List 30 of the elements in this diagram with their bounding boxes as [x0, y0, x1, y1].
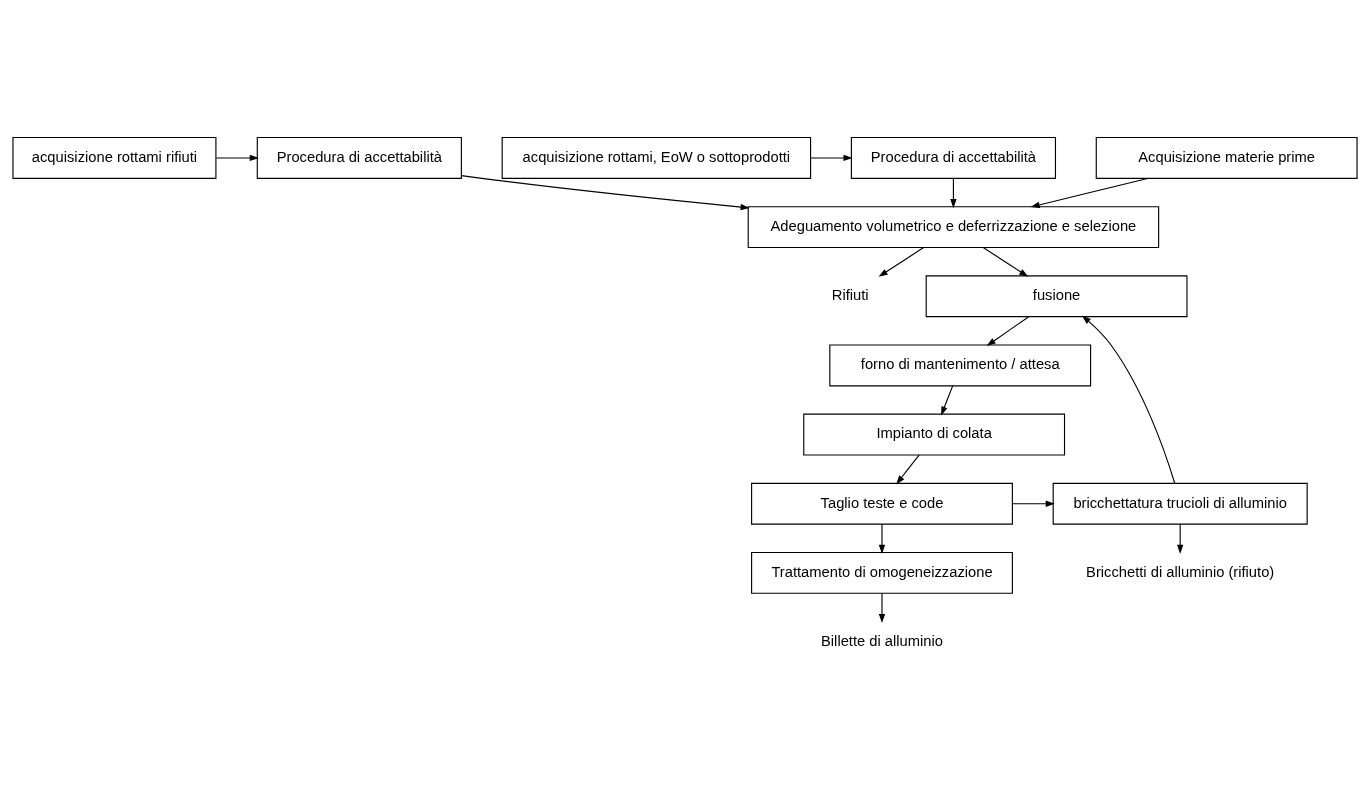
arrow: [215, 154, 259, 162]
node-box: Adeguamento volumetrico e deferrizzazione e selezione: [747, 206, 1160, 249]
arrow: [1177, 523, 1184, 554]
node-text: Rifiuti: [831, 287, 869, 304]
arrow: [1011, 500, 1055, 507]
node-box: Trattamento di omogeneizzazione: [751, 551, 1013, 594]
arrow: [950, 177, 957, 209]
node-box: acquisizione rottami rifiuti: [12, 136, 217, 179]
arrow: [810, 154, 853, 162]
arrow: [941, 385, 954, 416]
arrow: [1030, 177, 1149, 208]
arrow: [878, 247, 925, 277]
node-box: Acquisizione materie prime: [1095, 136, 1358, 179]
node-box: forno di mantenimento / attesa: [829, 344, 1092, 387]
node-box: Impianto di colata: [803, 413, 1066, 456]
node-box: Taglio teste e code: [751, 482, 1013, 525]
node-box: bricchettatura trucioli di alluminio: [1052, 482, 1308, 525]
node-box: fusione: [925, 275, 1188, 318]
arrow: [878, 523, 886, 554]
arrow: [896, 454, 920, 485]
arrow: [1081, 315, 1176, 484]
arrow: [460, 175, 750, 211]
node-text: Bricchetti di alluminio (rifiuto): [1086, 563, 1275, 580]
arrow: [878, 592, 886, 624]
node-text: Billette di alluminio: [821, 632, 943, 649]
arrow: [982, 247, 1029, 277]
arrow: [986, 316, 1030, 346]
node-box: Procedura di accettabilità: [256, 136, 462, 179]
node-box: acquisizione rottami, EoW o sottoprodotti: [501, 136, 812, 179]
node-box: Procedura di accettabilità: [850, 136, 1057, 179]
